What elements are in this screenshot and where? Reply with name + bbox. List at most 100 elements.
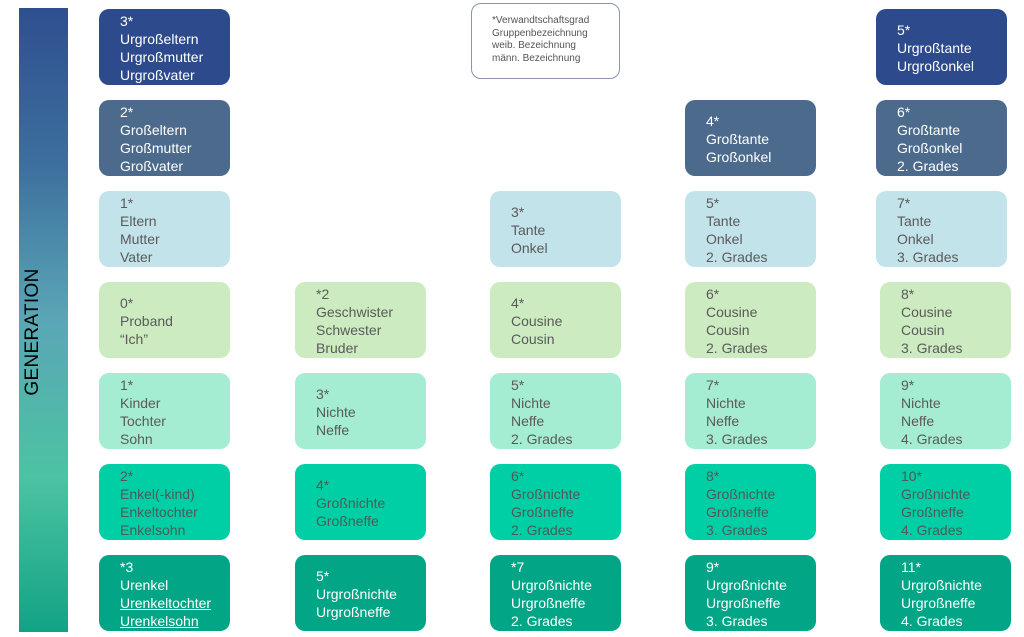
legend-line-male: männ. Bezeichnung xyxy=(492,52,581,64)
legend-line-female: weib. Bezeichnung xyxy=(492,40,576,51)
grade-label: 3. Grades xyxy=(706,522,768,538)
male-label: Urgroßneffe xyxy=(901,595,976,611)
female-label: Nichte xyxy=(511,395,551,411)
degree: 5* xyxy=(897,22,911,38)
box-proband: 0* Proband “Ich” xyxy=(99,282,230,358)
male-label: Onkel xyxy=(706,231,743,247)
degree: 8* xyxy=(901,286,915,302)
male-label: Neffe xyxy=(901,413,935,429)
female-label: Urgroßtante xyxy=(897,40,972,56)
male-label: Urgroßonkel xyxy=(897,58,975,74)
male-label: Großonkel xyxy=(706,149,772,165)
grade-label: 2. Grades xyxy=(706,340,768,356)
degree: 5* xyxy=(511,377,525,393)
degree: 2* xyxy=(120,468,134,484)
degree: 1* xyxy=(120,377,134,393)
group-label: Urenkel xyxy=(120,577,169,593)
box-cousine: 4* Cousine Cousin xyxy=(490,282,621,358)
box-kinder: 1* Kinder Tochter Sohn xyxy=(99,373,230,449)
grade-label: 3. Grades xyxy=(897,249,959,265)
box-tante-2-grades: 5* Tante Onkel 2. Grades xyxy=(685,191,816,267)
box-grosseltern: 2* Großeltern Großmutter Großvater xyxy=(99,100,230,176)
degree: 7* xyxy=(706,377,720,393)
degree: 9* xyxy=(901,377,915,393)
male-label: Vater xyxy=(120,249,153,265)
degree: 10* xyxy=(901,468,923,484)
box-nichte: 3* Nichte Neffe xyxy=(295,373,426,449)
male-label: Großneffe xyxy=(511,504,574,520)
group-label: Eltern xyxy=(120,213,157,229)
male-label: Onkel xyxy=(511,240,548,256)
group-label: Kinder xyxy=(120,395,161,411)
degree: 1* xyxy=(120,195,134,211)
degree: 5* xyxy=(316,568,330,584)
group-label: Proband xyxy=(120,313,173,329)
female-label: Nichte xyxy=(901,395,941,411)
grade-label: 3. Grades xyxy=(706,431,768,447)
male-label: Urgroßneffe xyxy=(316,604,391,620)
group-label: Geschwister xyxy=(316,304,394,320)
female-label: Großnichte xyxy=(316,495,386,511)
male-label: Neffe xyxy=(706,413,740,429)
male-label: Bruder xyxy=(316,340,359,356)
box-cousine-3-grades: 8* Cousine Cousin 3. Grades xyxy=(880,282,1011,358)
female-label: Cousine xyxy=(706,304,758,320)
group-label: Urgroßeltern xyxy=(120,31,199,47)
grade-label: 3. Grades xyxy=(706,613,768,629)
male-label: Großonkel xyxy=(897,140,963,156)
male-label: Cousin xyxy=(706,322,750,338)
male-label: Onkel xyxy=(897,231,934,247)
box-urgrossnichte: 5* Urgroßnichte Urgroßneffe xyxy=(295,555,426,631)
box-grossnichte: 4* Großnichte Großneffe xyxy=(295,464,426,540)
female-label: Urgroßnichte xyxy=(706,577,787,593)
male-label: Urenkelsohn xyxy=(120,613,199,629)
female-label: Großtante xyxy=(897,122,961,138)
box-nichte-2-grades: 5* Nichte Neffe 2. Grades xyxy=(490,373,621,449)
box-grossnichte-4-grades: 10* Großnichte Großneffe 4. Grades xyxy=(880,464,1011,540)
box-urgrossnichte-2-grades: *7 Urgroßnichte Urgroßneffe 2. Grades xyxy=(490,555,621,631)
male-label: Großvater xyxy=(120,158,184,174)
box-urenkel: *3 Urenkel Urenkeltochter Urenkelsohn xyxy=(99,555,230,631)
female-label: Tante xyxy=(511,222,546,238)
female-label: Enkeltochter xyxy=(120,504,198,520)
box-tante-3-grades: 7* Tante Onkel 3. Grades xyxy=(876,191,1007,267)
box-geschwister: *2 Geschwister Schwester Bruder xyxy=(295,282,426,358)
degree: 11* xyxy=(901,559,921,575)
grade-label: 4. Grades xyxy=(901,431,963,447)
box-urgrossnichte-4-grades: 11* Urgroßnichte Urgroßneffe 4. Grades xyxy=(880,555,1011,631)
male-label: Urgroßvater xyxy=(120,67,195,83)
box-grossnichte-2-grades: 6* Großnichte Großneffe 2. Grades xyxy=(490,464,621,540)
generation-axis-label: GENERATION xyxy=(22,268,43,396)
female-label: Urgroßnichte xyxy=(511,577,592,593)
degree: 4* xyxy=(511,295,525,311)
box-urgrossnichte-3-grades: 9* Urgroßnichte Urgroßneffe 3. Grades xyxy=(685,555,816,631)
female-label: Schwester xyxy=(316,322,382,338)
male-label: Neffe xyxy=(316,422,350,438)
female-label: Nichte xyxy=(316,404,356,420)
male-label: Urgroßneffe xyxy=(511,595,586,611)
male-label: Sohn xyxy=(120,431,153,447)
generation-axis-bar xyxy=(19,8,68,632)
degree: *2 xyxy=(316,286,330,302)
female-label: Urgroßnichte xyxy=(901,577,982,593)
female-label: Tochter xyxy=(120,413,166,429)
female-label: Cousine xyxy=(511,313,563,329)
grade-label: 2. Grades xyxy=(511,431,573,447)
female-label: Großmutter xyxy=(120,140,192,156)
female-label: Großtante xyxy=(706,131,770,147)
self-label: “Ich” xyxy=(120,331,148,347)
female-label: Nichte xyxy=(706,395,746,411)
box-nichte-3-grades: 7* Nichte Neffe 3. Grades xyxy=(685,373,816,449)
female-label: Cousine xyxy=(901,304,953,320)
male-label: Cousin xyxy=(901,322,945,338)
female-label: Großnichte xyxy=(511,486,581,502)
male-label: Großneffe xyxy=(901,504,964,520)
female-label: Urenkeltochter xyxy=(120,595,212,611)
grade-label: 4. Grades xyxy=(901,613,963,629)
legend-line-group: Gruppenbezeichnung xyxy=(492,27,588,39)
degree: 3* xyxy=(511,204,525,220)
degree: 8* xyxy=(706,468,720,484)
group-label: Großeltern xyxy=(120,122,187,138)
box-tante: 3* Tante Onkel xyxy=(490,191,621,267)
grade-label: 3. Grades xyxy=(901,340,963,356)
